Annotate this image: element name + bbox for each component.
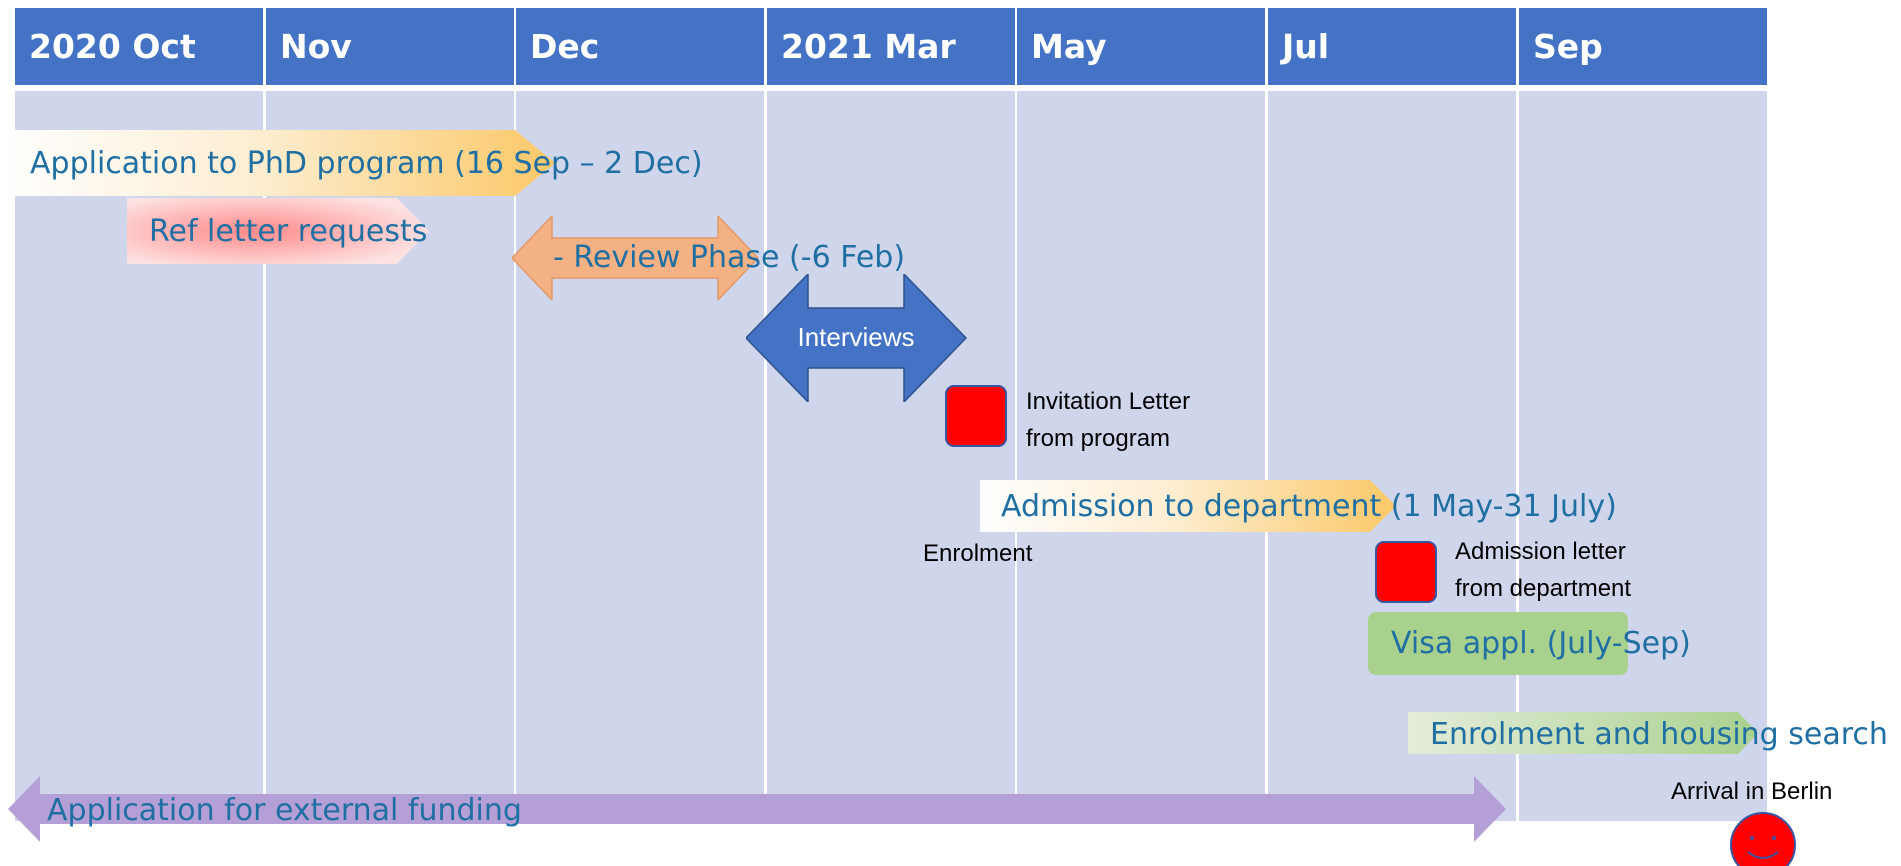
interviews-label: Interviews [797,322,915,352]
column-body [767,91,1015,821]
phd-application-label: Application to PhD program (16 Sep – 2 D… [30,146,703,181]
arrival-label: Arrival in Berlin [1671,778,1833,805]
invitation-letter-line2: from program [1026,425,1171,452]
column-header-nov: Nov [266,8,514,85]
ref-letter-label: Ref letter requests [149,214,428,249]
column-header-oct-2020: 2020 Oct [15,8,263,85]
enrolment-label: Enrolment [923,540,1033,567]
phd-application-arrow [0,130,555,196]
column-header-dec: Dec [516,8,764,85]
column-body [1519,91,1767,821]
visa-box [1368,612,1628,675]
external-funding-arrow [8,776,1506,842]
column-body [1017,91,1265,821]
invitation-marker-icon [945,385,1007,447]
column-body [516,91,764,821]
ref-letter-arrow [127,198,429,264]
external-funding-label: Application for external funding [47,793,522,828]
review-phase-arrow [512,216,760,300]
column-header-sep: Sep [1519,8,1767,85]
invitation-letter-line1: Invitation Letter [1026,388,1191,415]
column-header-may: May [1017,8,1265,85]
review-phase-label: - Review Phase (-6 Feb) [553,240,906,275]
smiley-face-icon [1730,812,1796,866]
admission-letter-line1: Admission letter [1455,538,1626,565]
admission-marker-icon [1375,541,1437,603]
column-header-jul: Jul [1268,8,1516,85]
admission-department-label: Admission to department (1 May-31 July) [1001,489,1617,524]
column-body [1268,91,1516,821]
admission-department-arrow [980,480,1396,532]
enrolment-housing-arrow [1408,712,1758,754]
visa-label: Visa appl. (July-Sep) [1391,626,1691,661]
admission-letter-line2: from department [1455,575,1632,602]
enrolment-housing-label: Enrolment and housing search [1430,717,1888,752]
column-header-mar-2021: 2021 Mar [767,8,1015,85]
interviews-arrow [746,274,968,402]
